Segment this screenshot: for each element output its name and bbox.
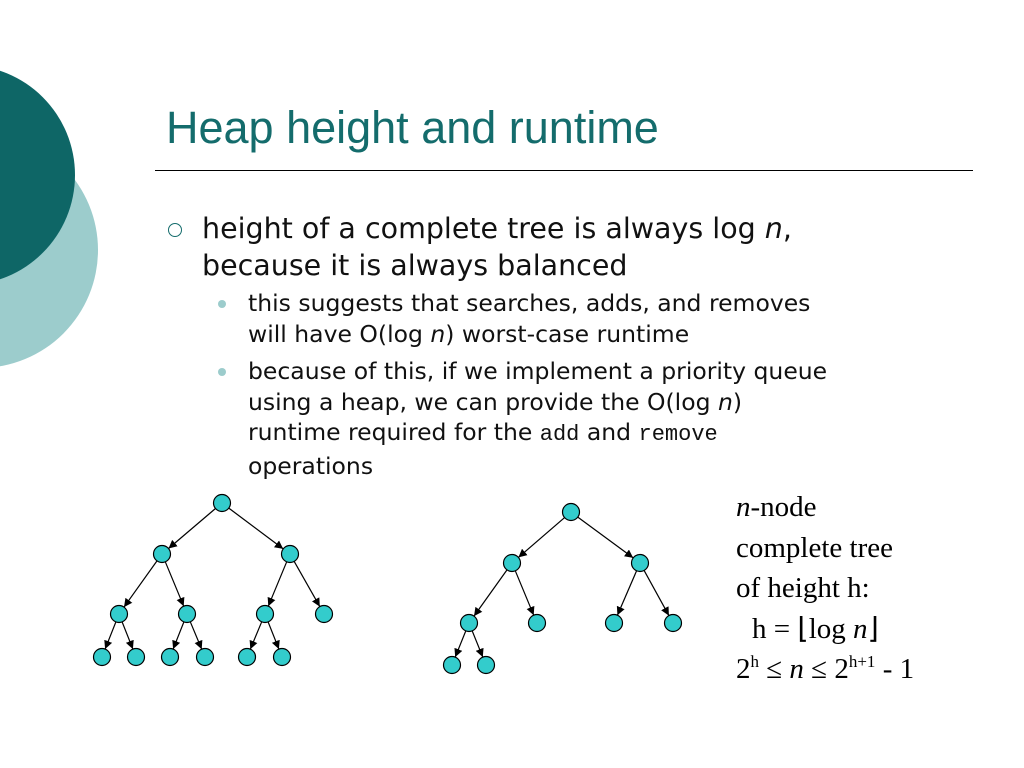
sub-bullet-2: because of this, if we implement a prior… xyxy=(160,356,980,481)
tree-diagram-left xyxy=(92,493,334,667)
tree-edge xyxy=(172,621,185,650)
note-line-4: h = ⌊log n⌋ xyxy=(752,612,879,645)
tree-edge xyxy=(121,621,134,650)
height-formula-note: n-node complete tree of height h: h = ⌊l… xyxy=(736,487,1016,690)
note-line-1: n-node xyxy=(736,491,817,523)
sub-bullet-2-line1: because of this, if we implement a prior… xyxy=(248,357,828,385)
decor-circle-dark xyxy=(0,70,75,280)
tree-node xyxy=(459,613,479,633)
tree-edge xyxy=(189,621,203,650)
tree-node xyxy=(195,647,215,667)
tree-edge xyxy=(514,570,535,616)
floor-left-icon: ⌊ xyxy=(797,612,809,645)
note-line-5: 2h ≤ n ≤ 2h+1 - 1 xyxy=(736,652,915,685)
code-add: add xyxy=(539,422,580,447)
tree-node xyxy=(237,647,257,667)
tree-node xyxy=(476,655,496,675)
sub-bullet-1-line1: this suggests that searches, adds, and r… xyxy=(248,289,811,317)
bullet-level1: height of a complete tree is always log … xyxy=(160,210,980,284)
tree-edge xyxy=(228,507,284,550)
hollow-circle-bullet-icon xyxy=(168,223,182,237)
title-underline xyxy=(155,170,973,171)
tree-nodes xyxy=(92,493,334,667)
tree-node xyxy=(280,544,300,564)
floor-right-icon: ⌋ xyxy=(867,612,879,645)
note-line-2: complete tree xyxy=(736,531,893,564)
tree-edge xyxy=(267,621,280,650)
tree-node xyxy=(109,604,129,624)
tree-edge xyxy=(643,570,670,616)
sub-bullet-2-line4: operations xyxy=(248,451,374,480)
sub-bullet-2-line3: runtime required for the add and remove xyxy=(248,418,718,447)
tree-edge xyxy=(616,570,638,616)
tree-edge xyxy=(104,621,117,650)
sub-bullet-1-line2: will have O(log n) worst-case runtime xyxy=(248,319,690,348)
tree-edge xyxy=(168,508,216,549)
slide-title: Heap height and runtime xyxy=(166,102,659,153)
tree-node xyxy=(502,553,522,573)
tree-node xyxy=(177,604,197,624)
dot-bullet-icon xyxy=(218,368,226,376)
tree-edges xyxy=(104,507,321,650)
tree-node xyxy=(152,544,172,564)
tree-edge xyxy=(577,516,634,559)
tree-node xyxy=(314,604,334,624)
tree-node xyxy=(604,613,624,633)
tree-nodes xyxy=(442,502,683,675)
tree-edge xyxy=(123,560,158,608)
tree-edge xyxy=(473,569,508,617)
tree-node xyxy=(630,553,650,573)
tree-node xyxy=(92,647,112,667)
tree-node xyxy=(126,647,146,667)
tree-edge xyxy=(454,630,467,658)
sub-bullet-1: this suggests that searches, adds, and r… xyxy=(160,288,980,349)
tree-node xyxy=(212,493,232,513)
tree-edge xyxy=(267,561,288,607)
tree-edge xyxy=(471,630,484,658)
bullet-list: height of a complete tree is always log … xyxy=(160,210,980,488)
tree-edge xyxy=(293,561,321,607)
tree-node xyxy=(527,613,547,633)
code-remove: remove xyxy=(638,422,718,447)
tree-node xyxy=(272,647,292,667)
bullet-level1-line1: height of a complete tree is always log … xyxy=(202,212,792,245)
sub-bullet-list: this suggests that searches, adds, and r… xyxy=(160,288,980,481)
tree-edge xyxy=(164,561,185,607)
tree-node xyxy=(160,647,180,667)
tree-node xyxy=(255,604,275,624)
tree-edge xyxy=(249,621,263,650)
dot-bullet-icon xyxy=(218,300,226,308)
tree-edges xyxy=(454,516,670,658)
note-line-3: of height h: xyxy=(736,572,870,604)
tree-node xyxy=(561,502,581,522)
bullet-level1-line2: because it is always balanced xyxy=(202,249,628,282)
tree-node xyxy=(663,613,683,633)
sub-bullet-2-line2: using a heap, we can provide the O(log n… xyxy=(248,387,743,416)
tree-diagram-right xyxy=(442,502,683,675)
tree-edge xyxy=(518,517,565,558)
tree-node xyxy=(442,655,462,675)
